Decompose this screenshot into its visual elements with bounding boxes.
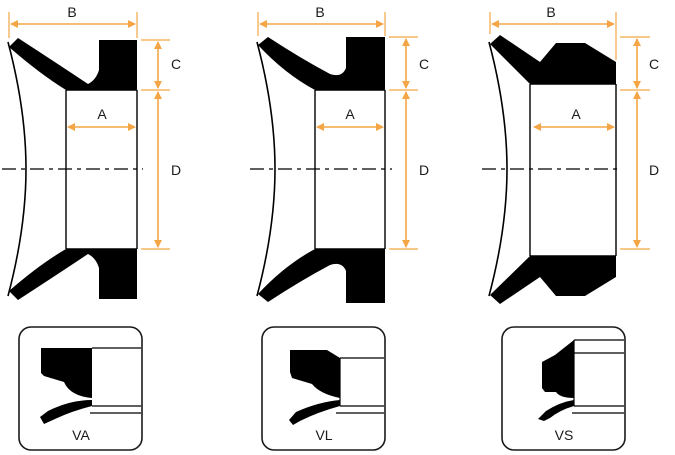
- va-label-b: B: [67, 4, 76, 20]
- vl-card-profile: [289, 350, 340, 425]
- vl-dimensions: B C D A: [257, 4, 429, 250]
- vs-label-b: B: [546, 4, 555, 20]
- va-dimensions: B C D A: [8, 4, 181, 250]
- vs-profile-card: VS: [501, 326, 626, 451]
- va-label-a: A: [97, 106, 107, 122]
- vl-seal-drawing: [250, 37, 392, 303]
- vs-card-profile: [538, 340, 574, 421]
- vs-top-section: [490, 35, 616, 84]
- vs-seal-drawing: [482, 35, 622, 304]
- va-top-section: [9, 38, 137, 90]
- va-label-c: C: [171, 56, 181, 72]
- vl-card-label: VL: [315, 427, 332, 443]
- va-bottom-section: [9, 249, 137, 300]
- vl-label-b: B: [315, 4, 324, 20]
- vl-label-c: C: [419, 56, 429, 72]
- vl-label-d: D: [419, 162, 429, 178]
- va-profile-card: VA: [18, 326, 143, 451]
- vl-bottom-section: [258, 249, 385, 303]
- va-card-label: VA: [72, 427, 90, 443]
- va-card-profile-body: [41, 350, 84, 372]
- vs-dimensions: B C D A: [489, 4, 659, 250]
- va-label-d: D: [171, 162, 181, 178]
- vs-label-c: C: [649, 56, 659, 72]
- vl-top-section: [258, 37, 385, 90]
- vl-inner-contour: [256, 41, 276, 297]
- vs-card-label: VS: [555, 427, 574, 443]
- va-inner-contour: [7, 41, 27, 297]
- va-seal-drawing: [2, 38, 143, 300]
- vs-label-d: D: [649, 162, 659, 178]
- vs-inner-contour: [488, 41, 508, 297]
- vl-label-a: A: [345, 106, 355, 122]
- vl-profile-card: VL: [261, 326, 386, 451]
- vs-label-a: A: [571, 106, 581, 122]
- vs-bottom-section: [490, 256, 616, 304]
